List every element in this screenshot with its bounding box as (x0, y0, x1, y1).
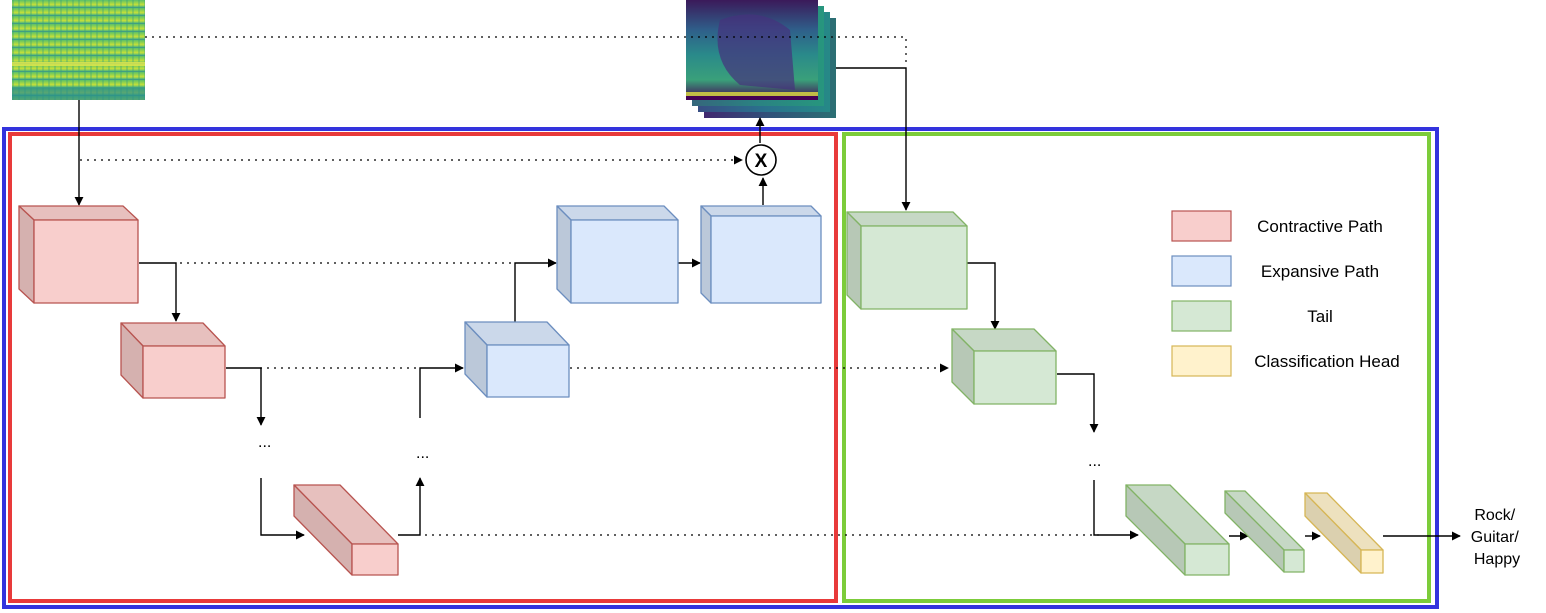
ellipsis-contract: ... (258, 434, 271, 451)
feature-blocks (18, 205, 1384, 576)
expand-block-2 (556, 205, 679, 304)
tail-block-1 (846, 211, 968, 310)
ellipsis-expand: ... (416, 445, 429, 462)
input-spectrogram (12, 0, 145, 100)
contract-block-3 (293, 484, 399, 576)
flow-arrows (74, 67, 1461, 541)
legend-swatch-classification (1171, 345, 1232, 377)
tail-block-4 (1224, 490, 1305, 573)
expand-block-3 (700, 205, 822, 304)
tail-block-2 (951, 328, 1057, 405)
output-label-line-2: Guitar/ (1471, 529, 1520, 546)
mask-spectrogram-stack (686, 0, 836, 118)
tail-block-3 (1125, 484, 1230, 576)
multiply-node: X (745, 144, 777, 176)
head-block (1304, 492, 1384, 574)
expand-block-1 (464, 321, 570, 398)
contract-block-1 (18, 205, 139, 304)
outer-frame (2, 127, 1439, 609)
legend-swatch-expansive (1171, 255, 1232, 287)
legend-swatch-contractive (1171, 210, 1232, 242)
output-label: Rock/ Guitar/ Happy (1471, 507, 1523, 568)
legend-label-classification: Classification Head (1254, 352, 1400, 371)
skip-connections (80, 36, 1100, 536)
contract-block-2 (120, 322, 226, 399)
legend-label-contractive: Contractive Path (1257, 217, 1383, 236)
ellipsis-tail: ... (1088, 453, 1101, 470)
legend-swatch-tail (1171, 300, 1232, 332)
output-label-line-1: Rock/ (1474, 507, 1515, 524)
legend-label-expansive: Expansive Path (1261, 262, 1379, 281)
output-label-line-3: Happy (1474, 551, 1520, 568)
multiply-symbol: X (755, 151, 768, 172)
legend-label-tail: Tail (1307, 307, 1333, 326)
legend: Contractive Path Expansive Path Tail Cla… (1171, 210, 1400, 377)
